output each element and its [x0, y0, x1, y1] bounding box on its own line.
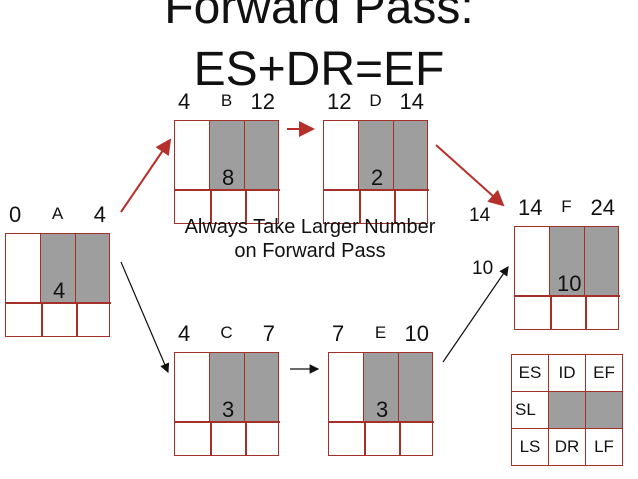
- node-d-es: 12: [327, 89, 352, 114]
- node-c-id: C: [220, 323, 233, 342]
- slide-title-line1: Forward Pass:: [164, 0, 474, 34]
- node-e: 7 E 10 3: [328, 314, 434, 456]
- note-line2: on Forward Pass: [234, 240, 386, 262]
- node-f-id: F: [561, 197, 572, 216]
- legend-shade-2: [586, 392, 622, 429]
- node-d-header: 12 D 14: [323, 82, 428, 120]
- node-c-es: 4: [178, 321, 191, 346]
- legend-ef: EF: [586, 355, 622, 392]
- node-c-grid: 3: [174, 352, 280, 456]
- node-b-dr: 8: [222, 165, 235, 190]
- node-d: 12 D 14 2: [323, 82, 429, 224]
- node-a-ef: 4: [93, 202, 106, 227]
- legend-id: ID: [549, 355, 586, 392]
- node-e-es: 7: [332, 321, 345, 346]
- node-b-header: 4 B 12: [174, 82, 279, 120]
- node-b-ef: 12: [250, 89, 275, 114]
- node-a-es: 0: [9, 202, 22, 227]
- legend-lf: LF: [594, 437, 614, 456]
- note-line1: Always Take Larger Number: [184, 216, 436, 238]
- node-f: 14 F 24 10: [514, 188, 620, 330]
- node-f-grid: 10: [514, 226, 620, 330]
- node-e-dr: 3: [376, 397, 389, 422]
- node-d-dr: 2: [371, 165, 384, 190]
- slide-title-line2: ES+DR=EF: [193, 43, 445, 96]
- node-d-id: D: [369, 91, 382, 110]
- node-e-id: E: [374, 323, 387, 342]
- node-legend: ES ID EF SL LS DR LF: [511, 354, 623, 466]
- arrow-e-to-f: [442, 266, 509, 363]
- incoming-value-from-e: 10: [472, 258, 494, 279]
- arrow-d-to-f: [435, 144, 505, 207]
- node-a-header: 0 A 4: [5, 195, 110, 233]
- node-c-header: 4 C 7: [174, 314, 279, 352]
- node-c: 4 C 7 3: [174, 314, 280, 456]
- arrow-a-to-c: [120, 261, 170, 374]
- node-b: 4 B 12 8: [174, 82, 280, 224]
- legend-sl: SL: [512, 392, 549, 429]
- legend-ls: LS: [512, 429, 549, 465]
- forward-pass-note: Always Take Larger Number on Forward Pas…: [130, 215, 490, 263]
- arrow-a-to-b: [120, 138, 172, 213]
- node-a-grid: 4: [5, 233, 111, 337]
- node-b-grid: 8: [174, 120, 280, 224]
- node-d-grid: 2: [323, 120, 429, 224]
- node-e-header: 7 E 10: [328, 314, 433, 352]
- node-e-grid: 3: [328, 352, 434, 456]
- node-f-dr: 10: [557, 271, 582, 296]
- node-f-es: 14: [518, 195, 543, 220]
- incoming-value-from-d: 14: [469, 205, 491, 226]
- node-a-id: A: [51, 204, 64, 223]
- node-d-ef: 14: [399, 89, 424, 114]
- legend-shade-1: [549, 392, 586, 429]
- node-f-header: 14 F 24: [514, 188, 619, 226]
- legend-dr: DR: [549, 429, 586, 465]
- node-c-dr: 3: [222, 397, 235, 422]
- node-a: 0 A 4 4: [5, 195, 111, 337]
- node-a-dr: 4: [53, 278, 66, 303]
- node-c-ef: 7: [262, 321, 275, 346]
- node-f-ef: 24: [590, 195, 615, 220]
- node-b-id: B: [220, 91, 233, 110]
- node-b-es: 4: [178, 89, 191, 114]
- node-e-ef: 10: [404, 321, 429, 346]
- legend-es: ES: [512, 355, 549, 392]
